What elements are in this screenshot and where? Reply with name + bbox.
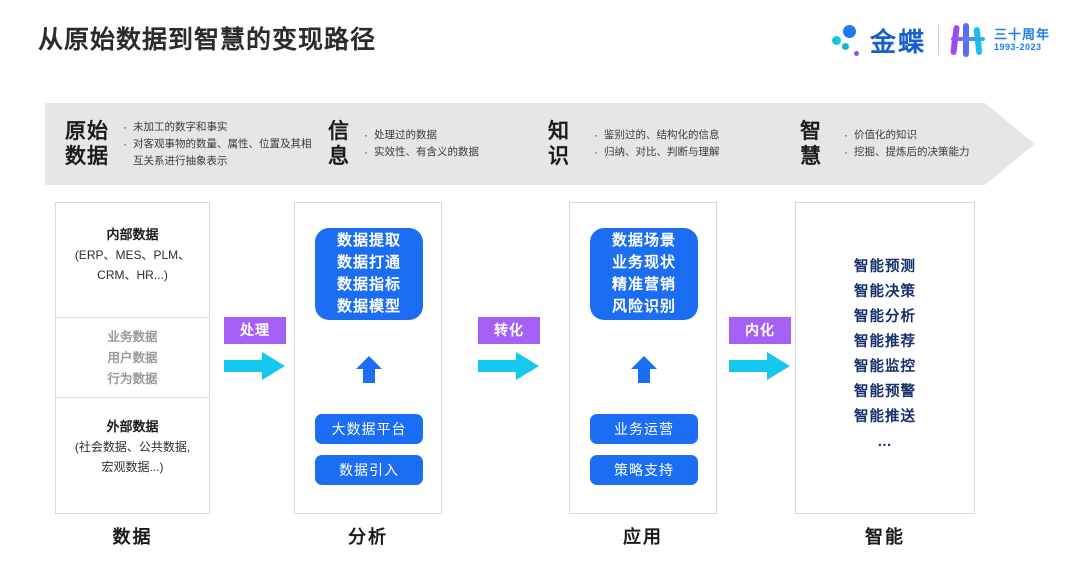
list-item: 业务数据 <box>107 330 158 344</box>
column-application: 数据场景 业务现状 精准营销 风险识别 业务运营 策略支持 <box>569 202 717 514</box>
column-divider <box>56 317 209 318</box>
external-data-title: 外部数据 <box>106 419 159 434</box>
list-item: 智能推荐 <box>854 334 916 350</box>
connector-label: 转化 <box>478 317 540 344</box>
band-stage-bullets: · 处理过的数据 · 实效性、有含义的数据 <box>364 127 479 161</box>
column-label-analysis: 分析 <box>348 527 388 547</box>
external-data-group: 外部数据 (社会数据、公共数据, 宏观数据...) <box>56 417 209 477</box>
list-item: 智能决策 <box>854 284 916 300</box>
connector-label: 内化 <box>729 317 791 344</box>
page-title: 从原始数据到智慧的变现路径 <box>38 26 377 54</box>
band-stage-wisdom: 智 慧 · 价值化的知识 · 挖掘、提炼后的决策能力 <box>800 103 970 185</box>
kingdee-dots-icon <box>830 23 864 57</box>
bullet-marker-icon: · <box>594 145 598 159</box>
maturity-band-content: 原始 数据 · 未加工的数字和事实 · 对客观事物的数量、属性、位置及其相互关系进行… <box>45 103 1035 185</box>
column-label-data: 数据 <box>112 527 153 547</box>
brand-name: 金蝶 <box>869 26 926 57</box>
connector-transform: 转化 <box>478 317 540 386</box>
list-item: 智能监控 <box>854 359 916 375</box>
band-stage-name: 智 慧 <box>800 120 822 168</box>
band-stage-name: 知 识 <box>548 120 570 168</box>
band-stage-name: 原始 数据 <box>65 120 109 168</box>
list-item: 用户数据 <box>107 351 158 365</box>
column-label-application: 应用 <box>623 527 663 547</box>
analysis-ingest-pill: 数据引入 <box>315 455 423 485</box>
data-category-list: 业务数据 用户数据 行为数据 <box>56 327 209 390</box>
anniversary-years-cn: 三十周年 <box>993 27 1050 42</box>
column-label-intelligence: 智能 <box>865 527 905 547</box>
anniversary-range: 1993-2023 <box>993 42 1042 52</box>
bullet-marker-icon: · <box>364 145 368 159</box>
connector-label: 处理 <box>224 317 286 344</box>
band-bullet-text: 未加工的数字和事实 <box>133 120 228 133</box>
band-stage-name: 信 息 <box>328 120 350 168</box>
band-stage-bullets: · 价值化的知识 · 挖掘、提炼后的决策能力 <box>844 127 970 161</box>
application-strategy-pill: 策略支持 <box>590 455 698 485</box>
right-arrow-icon <box>729 352 790 380</box>
internal-data-subtitle: (ERP、MES、PLM、 CRM、HR...) <box>74 248 191 282</box>
internal-data-title: 内部数据 <box>106 227 159 242</box>
up-arrow-icon <box>631 356 657 383</box>
list-item: 智能预测 <box>854 259 916 275</box>
band-stage-bullets: · 未加工的数字和事实 · 对客观事物的数量、属性、位置及其相互关系进行抽象表示 <box>123 119 313 170</box>
application-core-card: 数据场景 业务现状 精准营销 风险识别 <box>590 228 698 320</box>
external-data-subtitle: (社会数据、公共数据, 宏观数据...) <box>74 440 191 474</box>
column-data: 内部数据 (ERP、MES、PLM、 CRM、HR...) 业务数据 用户数据 … <box>55 202 210 514</box>
column-analysis: 数据提取 数据打通 数据指标 数据模型 大数据平台 数据引入 <box>294 202 442 514</box>
maturity-band-arrow <box>45 103 1035 185</box>
band-bullet-text: 对客观事物的数量、属性、位置及其相互关系进行抽象表示 <box>133 137 312 167</box>
bullet-marker-icon: · <box>594 128 598 142</box>
list-item: 智能推送 <box>854 409 916 425</box>
connector-process: 处理 <box>224 317 286 386</box>
anniversary-mark-icon <box>950 23 987 57</box>
internal-data-group: 内部数据 (ERP、MES、PLM、 CRM、HR...) <box>56 225 209 285</box>
band-bullet-text: 挖掘、提炼后的决策能力 <box>854 146 970 158</box>
bullet-marker-icon: · <box>844 128 848 142</box>
column-intelligence: 智能预测 智能决策 智能分析 智能推荐 智能监控 智能预警 智能推送 … <box>795 202 975 514</box>
list-item: 行为数据 <box>107 372 158 386</box>
right-arrow-icon <box>478 352 539 380</box>
band-bullet-text: 实效性、有含义的数据 <box>374 146 479 158</box>
analysis-platform-pill: 大数据平台 <box>315 414 423 444</box>
band-stage-information: 信 息 · 处理过的数据 · 实效性、有含义的数据 <box>328 103 479 185</box>
list-item: 智能预警 <box>854 384 916 400</box>
anniversary-text: 三十周年 1993-2023 <box>994 27 1050 53</box>
band-bullet-text: 处理过的数据 <box>374 129 437 141</box>
bullet-marker-icon: · <box>123 119 127 134</box>
bullet-marker-icon: · <box>844 145 848 159</box>
band-stage-knowledge: 知 识 · 鉴别过的、结构化的信息 · 归纳、对比、判断与理解 <box>548 103 720 185</box>
bullet-marker-icon: · <box>123 136 127 151</box>
brand-logo: 金蝶 三十周年 1993-2023 <box>830 20 1050 60</box>
application-operations-pill: 业务运营 <box>590 414 698 444</box>
column-divider <box>56 397 209 398</box>
brand-divider <box>937 25 939 55</box>
right-arrow-icon <box>224 352 285 380</box>
connector-internalize: 内化 <box>729 317 791 386</box>
list-item: 智能分析 <box>854 309 916 325</box>
band-stage-bullets: · 鉴别过的、结构化的信息 · 归纳、对比、判断与理解 <box>594 127 720 161</box>
list-item-ellipsis: … <box>877 434 893 450</box>
analysis-core-card: 数据提取 数据打通 数据指标 数据模型 <box>315 228 423 320</box>
band-bullet-text: 价值化的知识 <box>854 129 917 141</box>
bullet-marker-icon: · <box>364 128 368 142</box>
intelligence-list: 智能预测 智能决策 智能分析 智能推荐 智能监控 智能预警 智能推送 … <box>796 255 974 455</box>
band-stage-raw-data: 原始 数据 · 未加工的数字和事实 · 对客观事物的数量、属性、位置及其相互关系进行… <box>65 103 313 185</box>
band-bullet-text: 鉴别过的、结构化的信息 <box>604 129 720 141</box>
up-arrow-icon <box>356 356 382 383</box>
band-bullet-text: 归纳、对比、判断与理解 <box>604 146 720 158</box>
